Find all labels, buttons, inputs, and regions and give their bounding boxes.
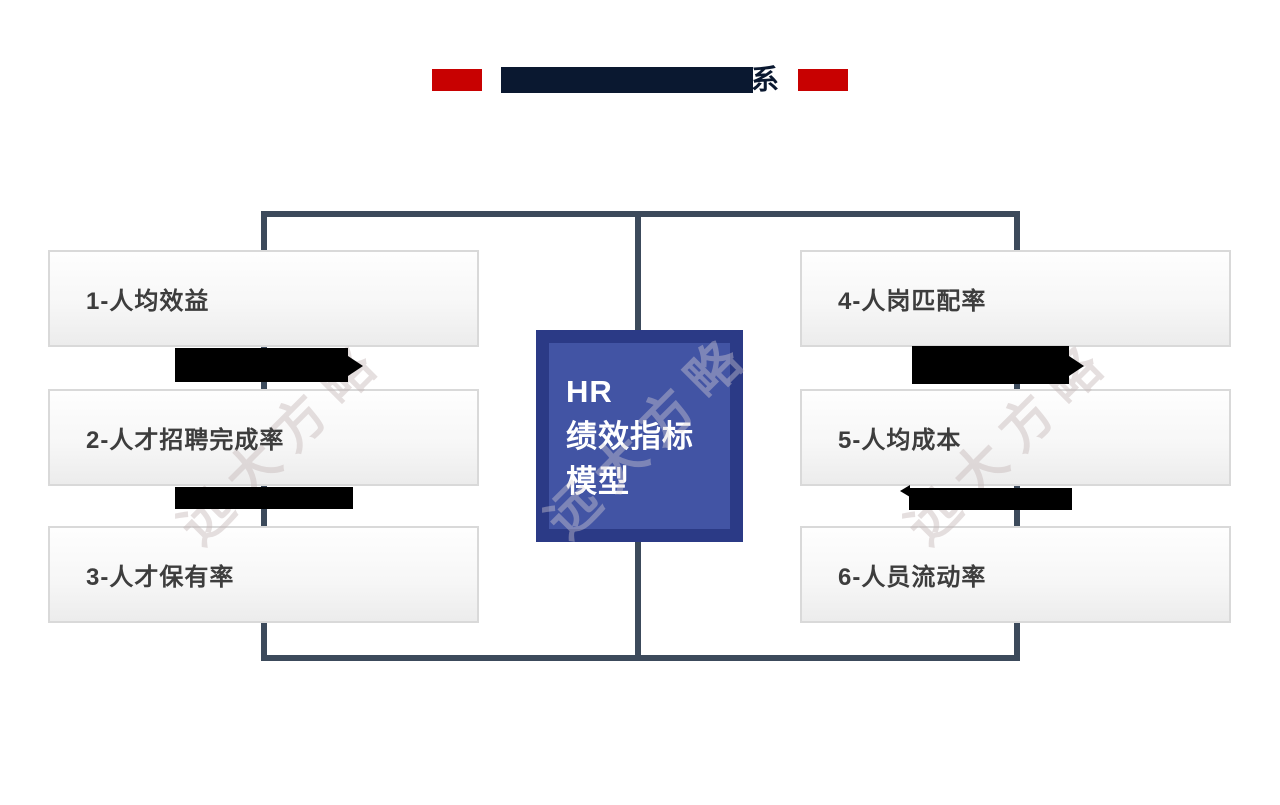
arrow-right-icon [348,356,363,376]
center-box-line-1: HR [566,373,613,409]
kpi-box-3: 3-人才保有率 [48,526,479,623]
slide-title: 系 [500,64,779,95]
arrow-right-icon [1069,356,1084,376]
kpi-box-4: 4-人岗匹配率 [800,250,1231,347]
kpi-label-5: 5-人均成本 [838,427,962,454]
kpi-box-2: 2-人才招聘完成率 [48,389,479,486]
title-accent-bar-left [431,69,482,91]
title-accent-bar-right [798,69,848,91]
title-visible-text: 系 [750,64,779,95]
center-box-line-3: 模型 [566,463,630,499]
redacted-bar-2 [175,487,353,509]
slide-title-row: 系 [0,62,1280,98]
center-model-box-inner: HR 绩效指标 模型 [549,343,730,529]
redacted-bar-3 [912,346,1069,384]
title-redacted-block [500,67,753,93]
center-box-line-2: 绩效指标 [566,418,694,454]
redacted-bar-4 [909,488,1072,510]
center-model-box: HR 绩效指标 模型 [536,330,743,542]
kpi-box-6: 6-人员流动率 [800,526,1231,623]
kpi-box-1: 1-人均效益 [48,250,479,347]
redacted-bar-1 [175,348,348,382]
kpi-box-5: 5-人均成本 [800,389,1231,486]
kpi-label-6: 6-人员流动率 [838,564,987,591]
kpi-label-3: 3-人才保有率 [86,564,235,591]
kpi-label-2: 2-人才招聘完成率 [86,427,285,454]
kpi-label-1: 1-人均效益 [86,288,210,315]
arrow-left-icon [900,485,910,497]
kpi-label-4: 4-人岗匹配率 [838,288,987,315]
